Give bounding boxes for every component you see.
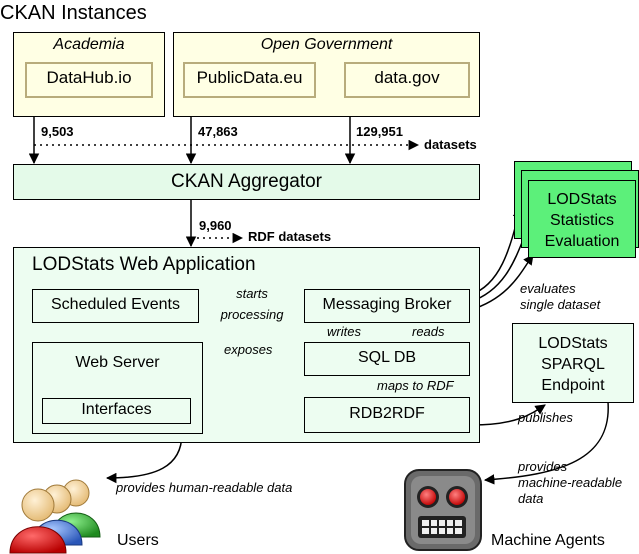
arrow-publishes xyxy=(471,404,546,426)
datagov-box xyxy=(344,62,470,98)
exposes-label: exposes xyxy=(224,342,273,357)
publicdata-label: PublicData.eu xyxy=(196,68,303,87)
datahub-box xyxy=(25,62,153,98)
starts-label: starts xyxy=(236,286,268,301)
scheduled-events-label: Scheduled Events xyxy=(51,296,180,313)
publicdata-box xyxy=(183,62,316,98)
datahub-label: DataHub.io xyxy=(46,68,132,87)
interfaces-box xyxy=(42,398,191,424)
robot-icon xyxy=(404,469,482,551)
rdf-datasets-label: RDF datasets xyxy=(248,229,332,244)
sparql-line1: LODStats xyxy=(538,335,608,352)
rdb2rdf-box xyxy=(304,397,470,433)
arrow-provides-machine xyxy=(483,401,609,485)
evaluation-box xyxy=(528,180,636,258)
sparql-line2: SPARQL xyxy=(541,356,605,373)
sparql-endpoint-box xyxy=(512,323,634,403)
messaging-broker-box xyxy=(304,289,470,323)
ckan-aggregator-label: CKAN Aggregator xyxy=(170,171,323,192)
evaluates-note-2: single dataset xyxy=(520,297,601,312)
provides-machine-line3: data xyxy=(518,491,544,506)
webapp-box xyxy=(13,247,480,443)
interfaces-label: Interfaces xyxy=(81,401,152,418)
reads-label: reads xyxy=(412,324,445,339)
evaluation-line1: LODStats xyxy=(547,191,617,208)
datasets-label: datasets xyxy=(424,137,477,152)
publishes-label: publishes xyxy=(518,410,573,425)
maps-to-rdf-label: maps to RDF xyxy=(377,378,454,393)
rdf-count: 9,960 xyxy=(199,218,232,233)
publicdata-count: 47,863 xyxy=(198,124,238,139)
sql-db-label: SQL DB xyxy=(357,349,417,366)
sql-db-box xyxy=(304,342,470,376)
datagov-count: 129,951 xyxy=(356,124,403,139)
users-icon xyxy=(9,479,101,554)
provides-human-label: provides human-readable data xyxy=(116,480,293,495)
eval-curve-3 xyxy=(469,254,534,311)
scheduled-events-box xyxy=(32,289,199,323)
rdb2rdf-label: RDB2RDF xyxy=(349,405,425,422)
datagov-label: data.gov xyxy=(374,68,440,87)
datahub-count: 9,503 xyxy=(41,124,74,139)
web-server-label: Web Server xyxy=(75,354,160,371)
evaluation-line3: Evaluation xyxy=(544,233,620,250)
ckan-aggregator-box xyxy=(13,164,480,200)
web-server-box xyxy=(32,342,203,434)
machine-agents-label: Machine Agents xyxy=(491,532,605,549)
evaluates-note-1: evaluates xyxy=(520,281,576,296)
diagram-title: CKAN Instances xyxy=(0,2,147,24)
sparql-line3: Endpoint xyxy=(541,377,605,394)
evaluation-line2: Statistics xyxy=(549,212,614,229)
academia-label: Academia xyxy=(53,36,125,53)
provides-machine-line1: provides xyxy=(518,459,568,474)
webapp-title: LODStats Web Application xyxy=(32,254,256,275)
processing-label: processing xyxy=(220,307,284,322)
users-label: Users xyxy=(117,532,159,549)
provides-machine-line2: machine-readable xyxy=(518,475,623,490)
open-government-label: Open Government xyxy=(260,36,393,53)
messaging-broker-label: Messaging Broker xyxy=(322,296,452,313)
writes-label: writes xyxy=(327,324,361,339)
